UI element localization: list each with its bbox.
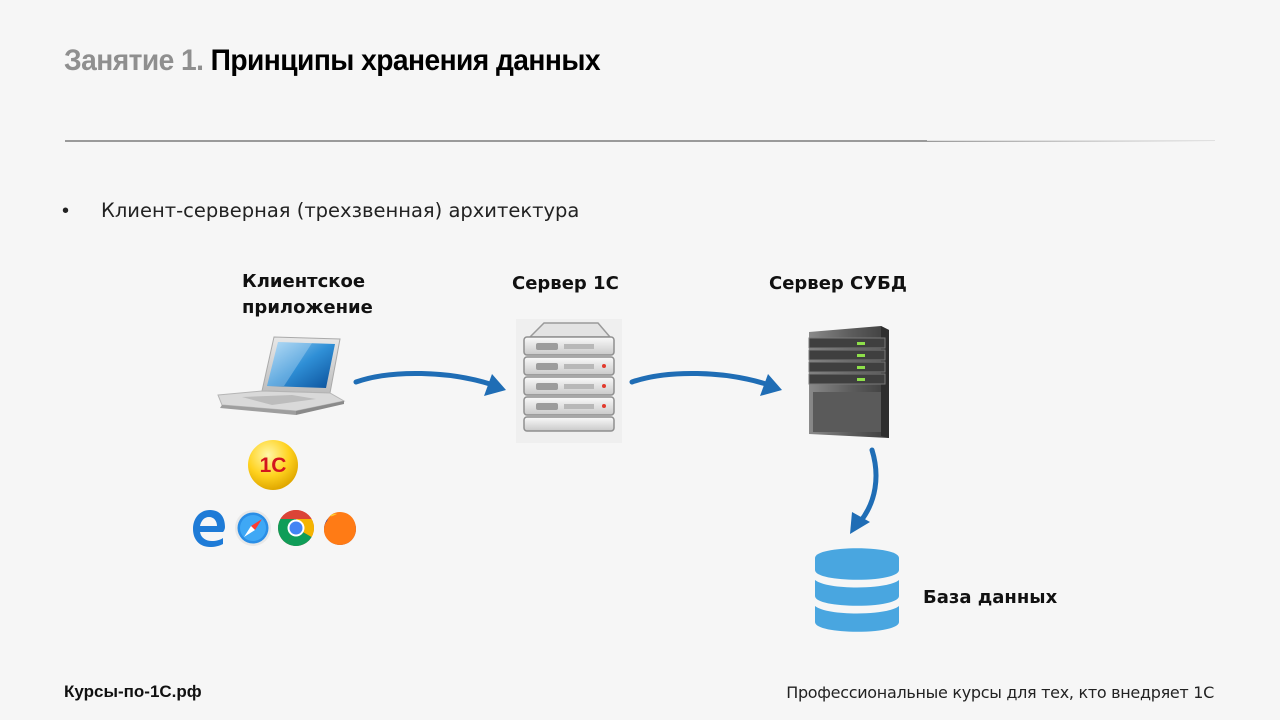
firefox-icon — [324, 512, 356, 545]
safari-icon — [235, 510, 271, 546]
bullet-marker: • — [62, 200, 70, 222]
bullet-text: Клиент-серверная (трехзвенная) архитекту… — [101, 199, 580, 222]
dbms-server-icon — [808, 326, 889, 438]
laptop-icon — [217, 336, 346, 415]
page-title: Занятие 1. Принципы хранения данных — [64, 44, 601, 88]
onec-logo-text: 1С — [260, 454, 287, 477]
lesson-number: Занятие 1. — [64, 44, 204, 77]
database-label: База данных — [923, 587, 1058, 608]
footer-site: Курсы-по-1С.рф — [64, 682, 202, 701]
lesson-title: Принципы хранения данных — [210, 44, 601, 77]
chrome-icon — [277, 509, 315, 547]
dbms-server-label: Сервер СУБД — [769, 273, 907, 294]
arrow-client-to-server1c — [353, 370, 506, 396]
arrow-server1c-to-dbms — [629, 370, 782, 396]
server-1c-icon — [516, 319, 622, 443]
client-app-label: Клиентское приложение — [242, 271, 373, 318]
edge-icon — [193, 510, 225, 547]
onec-logo-icon: 1С — [248, 440, 298, 490]
arrow-dbms-to-database — [850, 447, 879, 534]
title-divider — [65, 140, 1215, 142]
footer-tagline: Профессиональные курсы для тех, кто внед… — [786, 683, 1214, 702]
database-icon — [815, 548, 899, 632]
server-1c-label: Сервер 1С — [512, 273, 619, 294]
